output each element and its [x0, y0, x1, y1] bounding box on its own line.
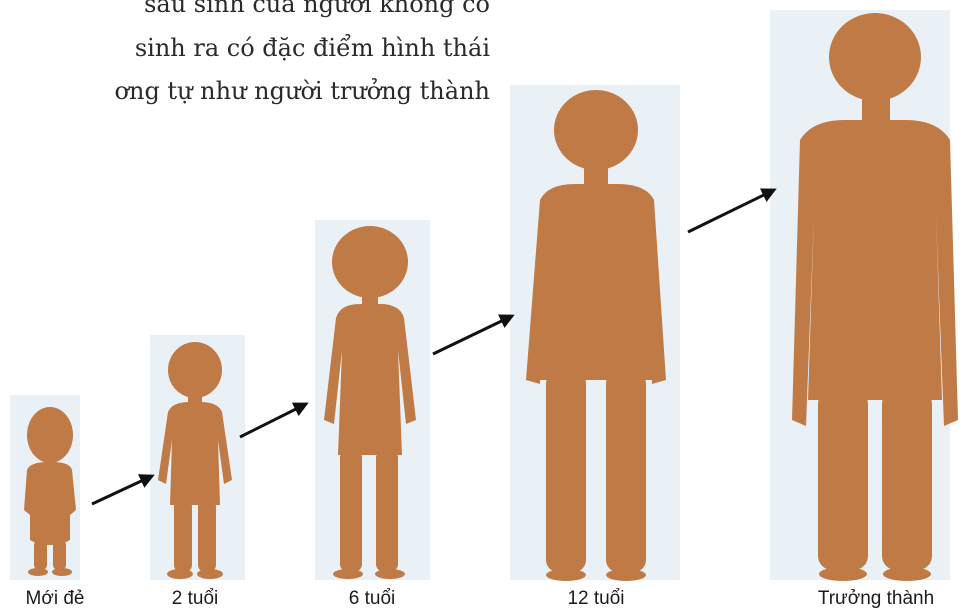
arrow-12-years-to-adult — [688, 190, 774, 232]
stage-label-newborn: Mới đẻ — [26, 588, 85, 610]
stage-label-6-years: 6 tuổi — [349, 588, 395, 610]
arrow-newborn-to-2-years — [92, 476, 152, 504]
arrow-6-years-to-12-years — [433, 316, 512, 354]
stage-label-adult: Trưởng thành — [818, 588, 934, 610]
arrow-2-years-to-6-years — [240, 404, 306, 437]
stage-label-12-years: 12 tuổi — [567, 588, 624, 610]
stage-label-2-years: 2 tuổi — [172, 588, 218, 610]
